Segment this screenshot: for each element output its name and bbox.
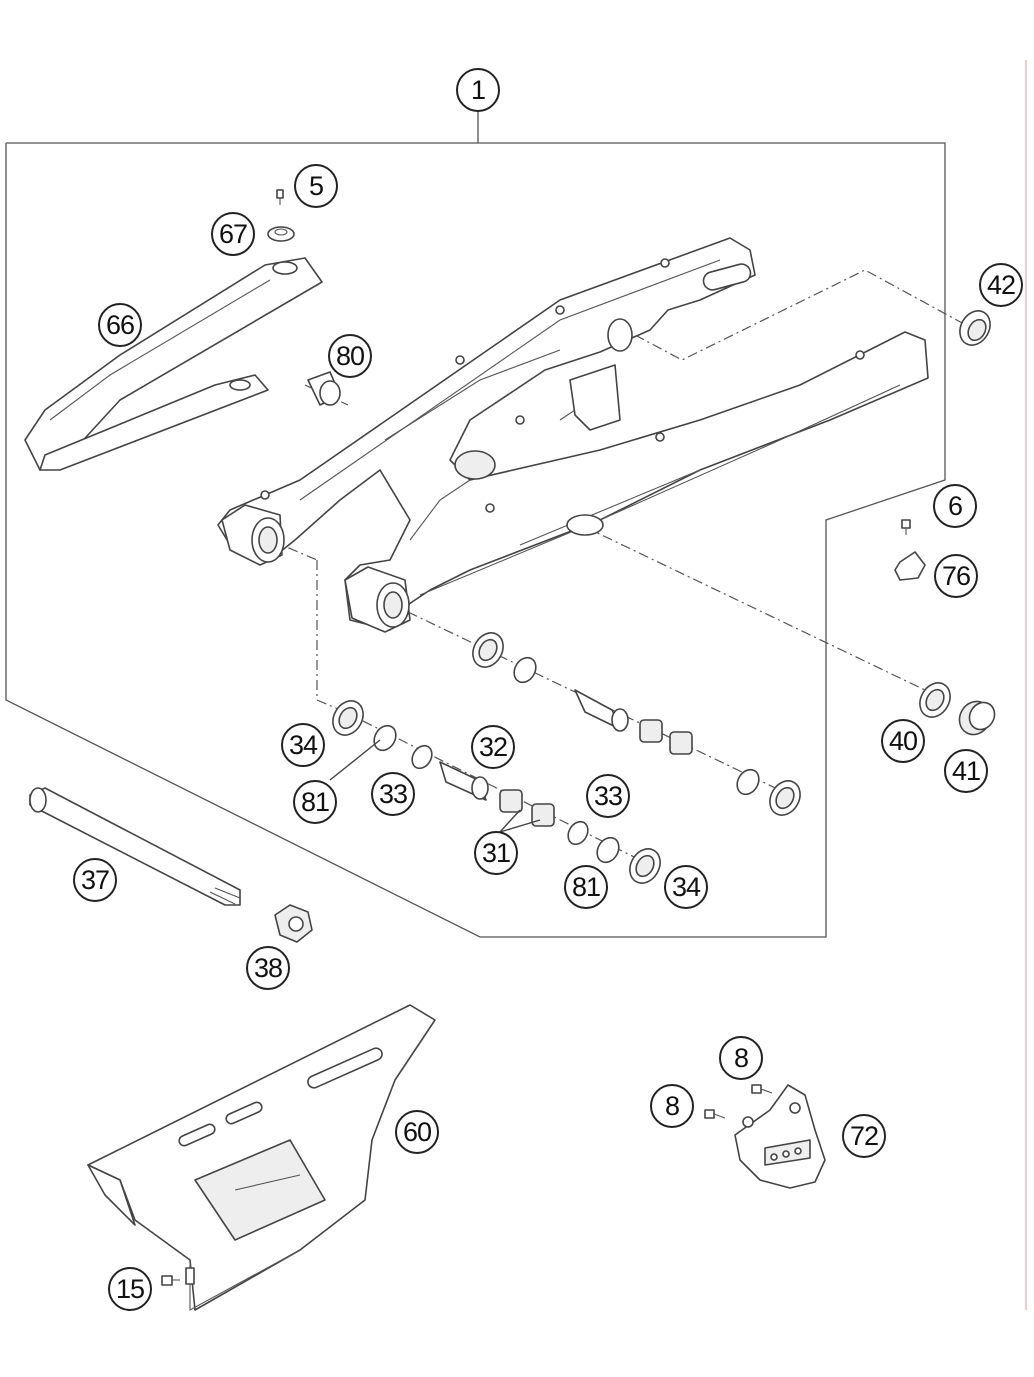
callout-72: 72 bbox=[842, 1114, 886, 1158]
svg-text:15: 15 bbox=[116, 1274, 144, 1304]
screw-5 bbox=[276, 189, 284, 205]
callout-80: 80 bbox=[328, 334, 372, 378]
svg-text:34: 34 bbox=[672, 872, 701, 902]
callout-41: 41 bbox=[944, 749, 988, 793]
svg-text:66: 66 bbox=[106, 310, 134, 340]
swingarm bbox=[217, 237, 929, 633]
svg-text:5: 5 bbox=[309, 171, 323, 201]
svg-text:31: 31 bbox=[482, 838, 510, 868]
callout-8-lower: 8 bbox=[650, 1084, 694, 1128]
svg-text:32: 32 bbox=[479, 732, 507, 762]
svg-text:38: 38 bbox=[254, 953, 282, 983]
assembly-axis-lines bbox=[269, 269, 976, 871]
callout-76: 76 bbox=[934, 554, 978, 598]
chain-slider bbox=[24, 257, 323, 471]
svg-text:76: 76 bbox=[942, 561, 970, 591]
callout-33-upper: 33 bbox=[371, 772, 415, 816]
callout-37: 37 bbox=[73, 858, 117, 902]
clip-76 bbox=[894, 551, 926, 581]
callout-6: 6 bbox=[933, 484, 977, 528]
swingarm-axle bbox=[29, 787, 241, 906]
nut-38 bbox=[274, 904, 313, 943]
svg-text:8: 8 bbox=[734, 1043, 748, 1073]
callout-42: 42 bbox=[979, 263, 1023, 307]
callout-38: 38 bbox=[246, 946, 290, 990]
svg-text:42: 42 bbox=[987, 270, 1015, 300]
washer-67 bbox=[267, 226, 295, 242]
svg-text:80: 80 bbox=[336, 341, 364, 371]
svg-text:6: 6 bbox=[948, 491, 962, 521]
bushing-80 bbox=[307, 371, 341, 406]
bearing-stack-lower bbox=[332, 700, 661, 884]
callout-40: 40 bbox=[881, 719, 925, 763]
svg-text:33: 33 bbox=[594, 781, 622, 811]
callout-32: 32 bbox=[471, 725, 515, 769]
callout-8-upper: 8 bbox=[719, 1036, 763, 1080]
cap-41 bbox=[958, 700, 996, 736]
svg-text:72: 72 bbox=[850, 1121, 878, 1151]
svg-text:37: 37 bbox=[81, 865, 109, 895]
callout-67: 67 bbox=[211, 212, 255, 256]
callout-81-lower: 81 bbox=[564, 865, 608, 909]
seal-42 bbox=[959, 310, 991, 346]
svg-text:1: 1 bbox=[471, 75, 485, 105]
callout-34-upper: 34 bbox=[281, 723, 325, 767]
svg-text:81: 81 bbox=[572, 872, 600, 902]
callout-31: 31 bbox=[474, 831, 518, 875]
svg-text:41: 41 bbox=[952, 756, 980, 786]
svg-text:8: 8 bbox=[665, 1091, 679, 1121]
callout-34-lower: 34 bbox=[664, 865, 708, 909]
callout-5: 5 bbox=[294, 164, 338, 208]
svg-text:40: 40 bbox=[889, 726, 917, 756]
svg-text:81: 81 bbox=[301, 787, 329, 817]
svg-text:60: 60 bbox=[403, 1117, 431, 1147]
seal-40 bbox=[919, 682, 951, 718]
callout-66: 66 bbox=[98, 303, 142, 347]
bracket-72 bbox=[734, 1084, 826, 1189]
callout-81-upper: 81 bbox=[293, 780, 337, 824]
screw-8-lower bbox=[704, 1109, 726, 1119]
screw-8-upper bbox=[751, 1084, 773, 1094]
svg-text:33: 33 bbox=[379, 779, 407, 809]
svg-text:34: 34 bbox=[289, 730, 318, 760]
screw-15 bbox=[161, 1267, 195, 1286]
callout-leaders bbox=[329, 739, 541, 833]
callout-60: 60 bbox=[395, 1110, 439, 1154]
callout-1: 1 bbox=[456, 68, 500, 112]
assembly-frame bbox=[5, 110, 946, 938]
bearing-stack-upper bbox=[472, 632, 801, 816]
callout-33-lower: 33 bbox=[586, 774, 630, 818]
svg-text:67: 67 bbox=[219, 219, 247, 249]
chain-guard bbox=[87, 1004, 436, 1311]
screw-6 bbox=[901, 519, 911, 535]
callout-15: 15 bbox=[108, 1267, 152, 1311]
